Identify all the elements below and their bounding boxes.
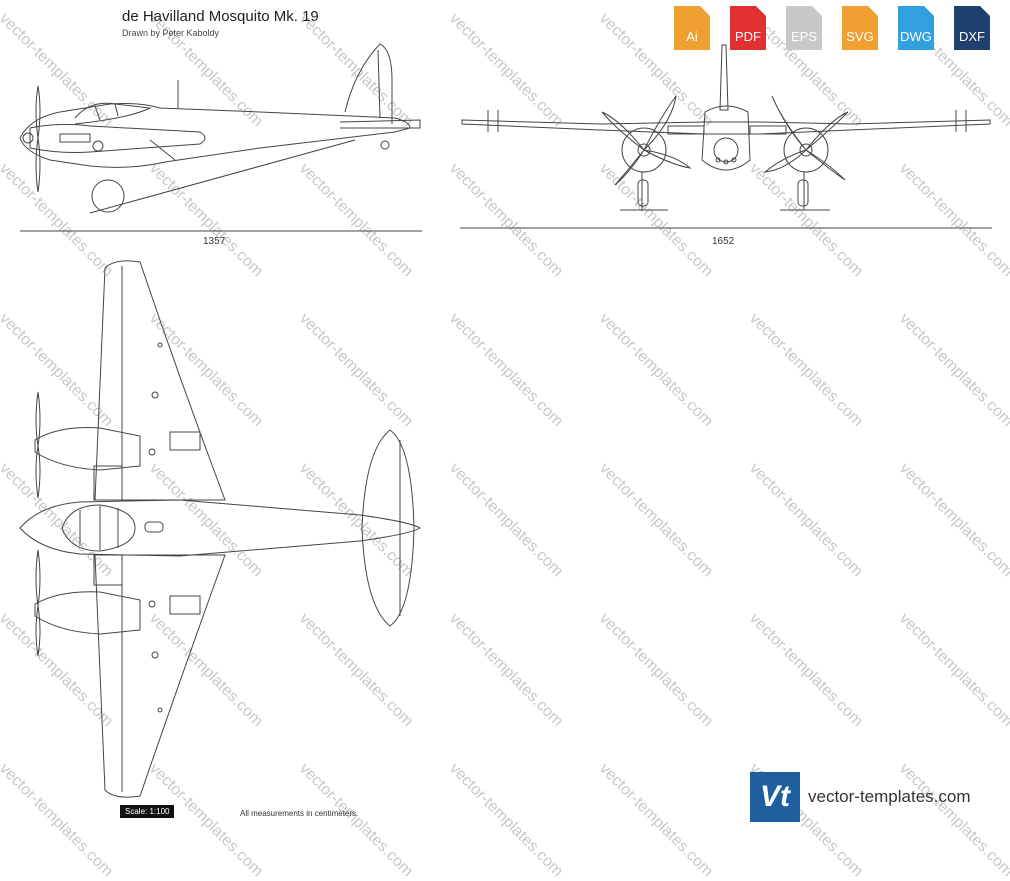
dxf-file-shape [954,6,990,50]
side-length-label: 1357 [203,236,226,247]
ai-format-icon[interactable]: Ai [668,4,716,52]
pdf-file-shape [730,6,766,50]
download-formats: Ai PDF EPS SVG DWG DXF [668,4,996,52]
dwg-file-shape [898,6,934,50]
side-view [19,43,421,214]
pdf-format-label: PDF [735,29,761,44]
brand-site: vector-templates.com [808,787,971,806]
svg-format-icon[interactable]: SVG [836,4,884,52]
dwg-format-label: DWG [900,29,932,44]
front-span-label: 1652 [712,236,735,247]
brand-logo: Vt [750,772,800,822]
drawing-credit: Drawn by Peter Kaboldy [122,28,220,38]
measurements-note: All measurements in centimeters. [240,809,359,818]
top-view [19,260,421,798]
dxf-format-label: DXF [959,29,985,44]
eps-format-label: EPS [790,29,817,44]
svg-file-shape [842,6,878,50]
front-view [461,44,991,211]
pdf-format-icon[interactable]: PDF [724,4,772,52]
eps-file-shape [786,6,822,50]
ai-file-shape [674,6,710,50]
aircraft-blueprint [19,43,992,798]
brand-link[interactable]: Vt vector-templates.com [750,772,971,822]
dxf-format-icon[interactable]: DXF [948,4,996,52]
dwg-format-icon[interactable]: DWG [892,4,940,52]
drawing-title: de Havilland Mosquito Mk. 19 [122,8,319,25]
scale-badge: Scale: 1:100 [120,805,175,818]
eps-format-icon[interactable]: EPS [780,4,828,52]
svg-format-label: SVG [846,29,874,44]
ai-format-label: Ai [686,29,698,44]
